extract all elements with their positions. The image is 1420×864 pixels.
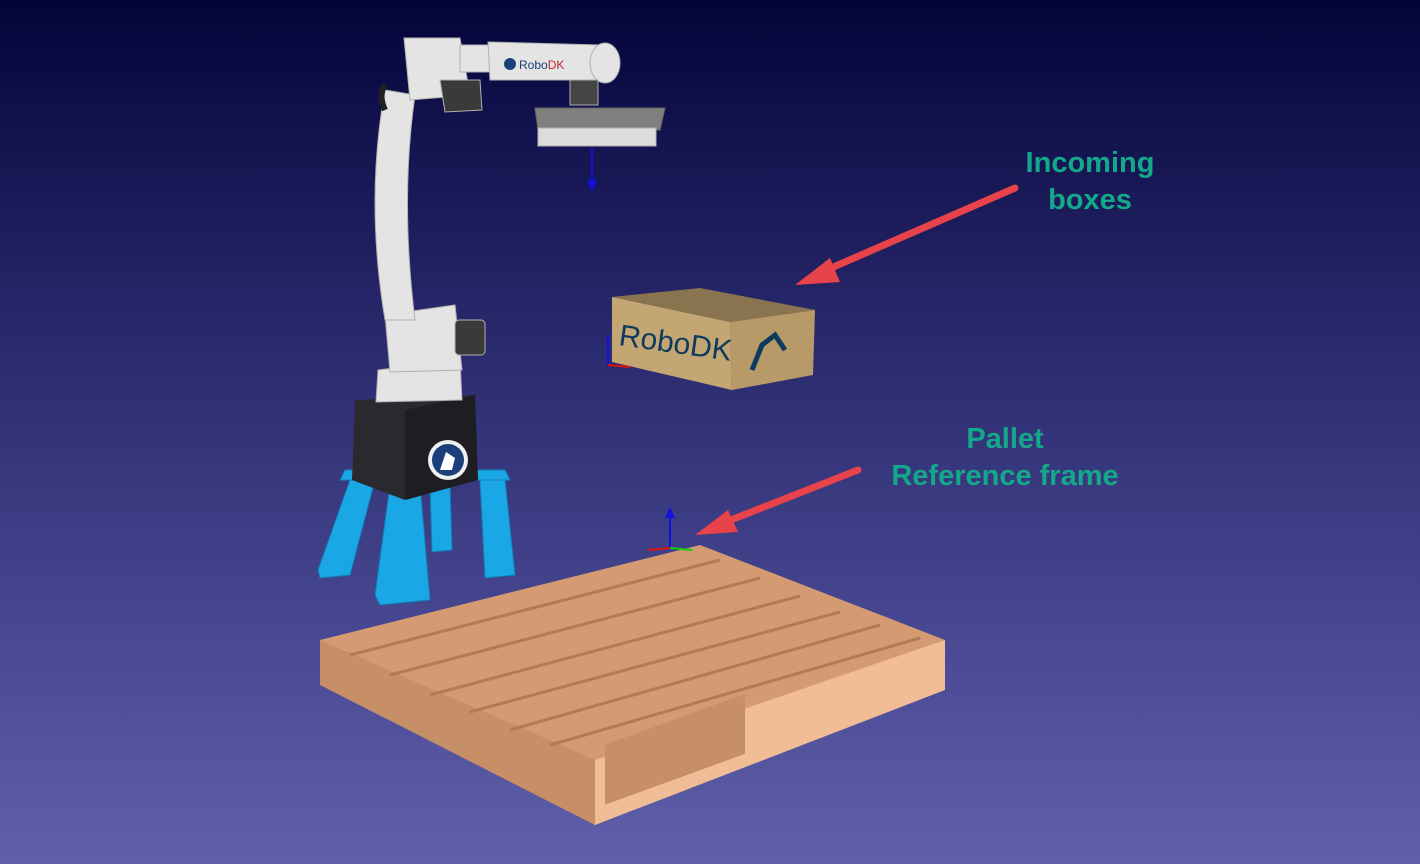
- pallet: [320, 545, 945, 825]
- incoming-boxes-label: Incoming boxes: [1000, 145, 1180, 219]
- label-line: Reference frame: [891, 460, 1119, 492]
- label-line: boxes: [1048, 184, 1132, 216]
- label-line: Incoming: [1025, 147, 1155, 179]
- robot-arm: [374, 37, 666, 403]
- pallet-frame-label: Pallet Reference frame: [860, 421, 1150, 495]
- robot-logo: RoboDK: [504, 58, 564, 72]
- annotation-arrow-pallet: [695, 466, 862, 535]
- svg-text:RoboDK: RoboDK: [519, 58, 564, 72]
- tool-frame-axis: [587, 148, 597, 192]
- pallet-frame-axis: [647, 507, 693, 551]
- robot-stand: [317, 469, 516, 606]
- robot-base: [352, 395, 478, 500]
- label-line: Pallet: [966, 423, 1044, 455]
- incoming-box: RoboDK: [607, 288, 815, 390]
- annotation-arrow-boxes: [795, 184, 1019, 285]
